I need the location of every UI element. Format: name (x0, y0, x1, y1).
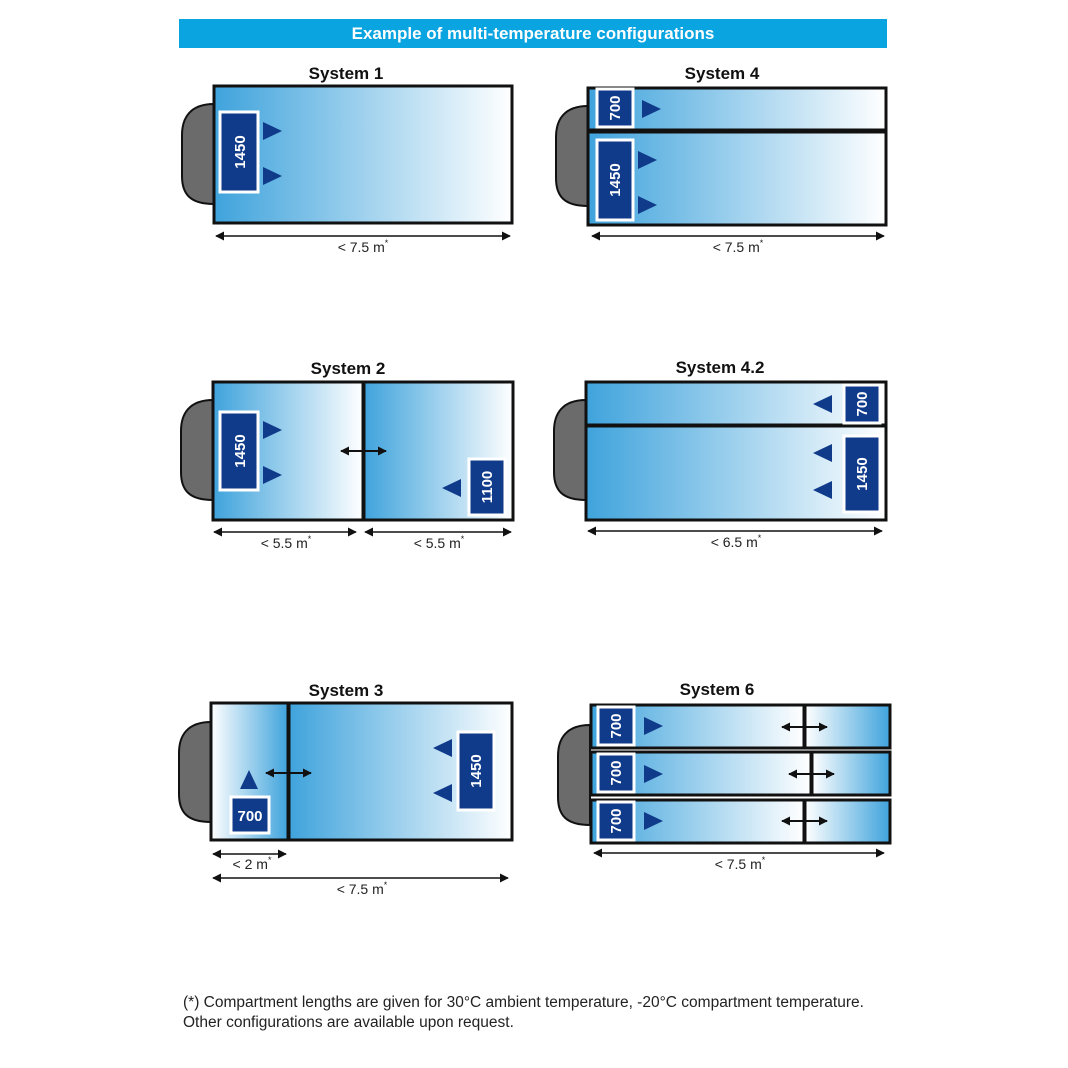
cab-icon (181, 102, 215, 206)
system-4-2-title: System 4.2 (676, 358, 765, 377)
cab-icon (555, 104, 589, 208)
compartment-bottom (586, 130, 888, 227)
airflow-arrow (644, 812, 663, 830)
refrigeration-unit-row-2: 700 (596, 752, 636, 794)
compartment-top (586, 86, 888, 132)
unit-label: 1100 (479, 471, 496, 504)
footnote-line-1: (*) Compartment lengths are given for 30… (183, 994, 864, 1011)
airflow-arrow (638, 196, 657, 214)
refrigeration-unit-bottom: 1450 (842, 434, 882, 514)
airflow-arrow (813, 481, 832, 499)
banner-title: Example of multi-temperature configurati… (351, 23, 715, 43)
unit-label: 1450 (607, 163, 624, 196)
airflow-arrow (644, 765, 663, 783)
airflow-arrow (263, 122, 282, 140)
airflow-arrow (813, 444, 832, 462)
refrigeration-unit-rear: 1100 (467, 457, 507, 517)
refrigeration-unit-front: 1450 (218, 410, 260, 492)
system-4: System 4 700 1450 < 7.5 m* (555, 64, 888, 255)
refrigeration-unit-main: 1450 (456, 730, 496, 812)
refrigeration-unit-bottom: 1450 (595, 138, 635, 222)
cab-icon (180, 398, 214, 502)
refrigeration-unit-top: 700 (842, 383, 882, 425)
system-2-title: System 2 (311, 359, 386, 378)
dimension-label: < 5.5 m* (414, 534, 465, 551)
system-1-title: System 1 (309, 64, 384, 83)
unit-label: 700 (608, 760, 625, 785)
system-4-title: System 4 (685, 64, 760, 83)
airflow-arrow (813, 395, 832, 413)
footnote-line-2: Other configurations are available upon … (183, 1014, 514, 1031)
compartment-top (584, 380, 888, 427)
system-1: System 1 1450 < 7.5 m* (181, 64, 514, 255)
compartment (212, 84, 514, 225)
page-banner: Example of multi-temperature configurati… (179, 19, 887, 48)
unit-label: 700 (607, 95, 624, 120)
airflow-arrow (638, 151, 657, 169)
system-4-2: System 4.2 700 1450 < 6.5 m* (553, 358, 888, 550)
footnote: (*) Compartment lengths are given for 30… (183, 993, 864, 1033)
airflow-arrow (433, 739, 452, 757)
airflow-arrow (263, 421, 282, 439)
airflow-arrow (263, 167, 282, 185)
unit-label: 700 (608, 713, 625, 738)
refrigeration-unit: 1450 (218, 110, 260, 194)
unit-label: 700 (854, 391, 871, 416)
refrigeration-unit-row-1: 700 (596, 705, 636, 747)
dimension-label: < 7.5 m* (337, 880, 388, 897)
airflow-arrow (644, 717, 663, 735)
refrigeration-unit-row-3: 700 (596, 800, 636, 842)
system-3-title: System 3 (309, 681, 384, 700)
system-3: System 3 700 1450 < 2 m* < 7.5 m* (178, 681, 514, 897)
unit-label: 700 (608, 808, 625, 833)
refrigeration-unit-top: 700 (595, 87, 635, 129)
system-6: System 6 700 700 700 < 7.5 m* (557, 680, 892, 872)
dimension-label: < 5.5 m* (261, 534, 312, 551)
unit-label: 1450 (232, 434, 249, 467)
unit-label: 1450 (232, 135, 249, 168)
refrigeration-unit-front: 700 (229, 795, 271, 835)
dimension-label: < 2 m* (233, 855, 272, 872)
cab-icon (553, 398, 587, 502)
airflow-arrow (240, 770, 258, 789)
unit-label: 700 (237, 808, 262, 825)
system-6-title: System 6 (680, 680, 755, 699)
unit-label: 1450 (468, 754, 485, 787)
dimension-label: < 7.5 m* (338, 238, 389, 255)
airflow-arrow (642, 100, 661, 118)
cab-icon (178, 720, 212, 824)
airflow-arrow (263, 466, 282, 484)
unit-label: 1450 (854, 457, 871, 490)
dimension-label: < 6.5 m* (711, 533, 762, 550)
airflow-arrow (442, 479, 461, 497)
compartment-bottom (584, 424, 888, 522)
dimension-label: < 7.5 m* (715, 855, 766, 872)
system-2: System 2 1450 1100 < 5.5 m* < 5.5 m* (180, 359, 515, 551)
cab-icon (557, 723, 591, 827)
dimension-label: < 7.5 m* (713, 238, 764, 255)
airflow-arrow (433, 784, 452, 802)
